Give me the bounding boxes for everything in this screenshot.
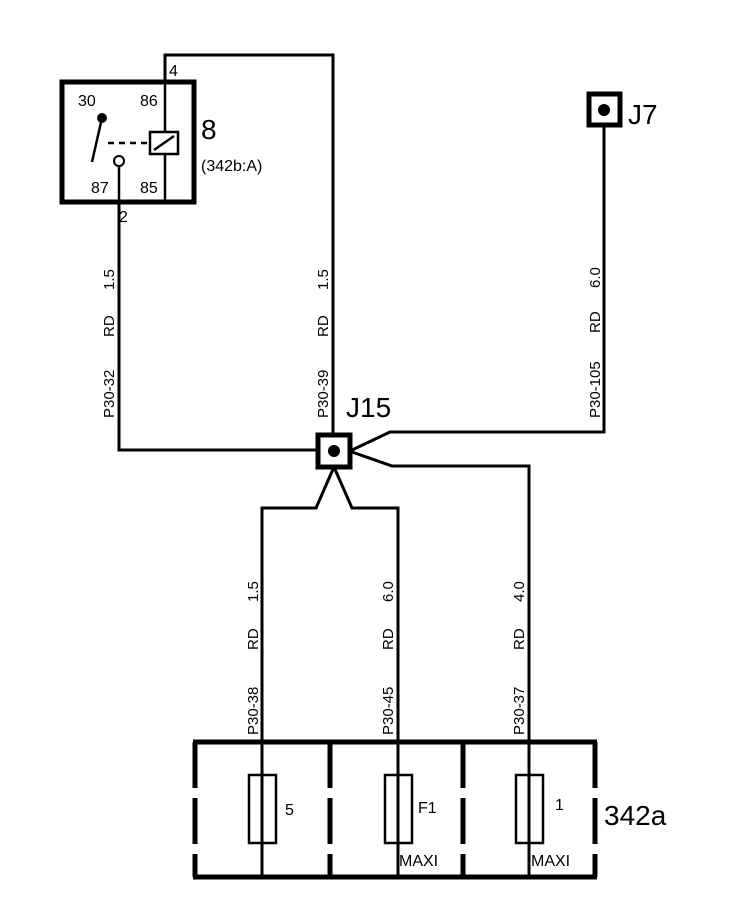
relay-8: 30 86 87 85 8 (342b:A) 4 2 [59,63,262,226]
wires [117,53,606,742]
wire-size-label: 4.0 [511,581,528,602]
j7-label: J7 [628,99,658,130]
wire-color-label: RD [587,311,604,333]
relay-pin-30-label: 30 [78,93,96,110]
fusebox-342a: 5 F1 MAXI 1 MAXI 342a [192,739,667,880]
wire-j15-to-fuse-5 [260,466,336,742]
wire-code-label: P30-45 [380,687,397,735]
j7-box [586,91,623,128]
fuse-5-number: 5 [285,802,294,819]
fusebox-id-label: 342a [604,800,667,831]
relay-pin-87-label: 87 [91,180,109,197]
relay-connector-top-label: 4 [169,63,178,80]
wire-labels: P30-32 RD 1.5 P30-39 RD 1.5 P30-105 RD 6… [101,267,604,735]
relay-coil-diagonal [153,134,175,152]
wire-color-label: RD [315,315,332,337]
relay-switch-blade [90,117,104,163]
wire-relay-top-to-j15 [163,53,335,435]
wire-color-label: RD [380,628,397,650]
wire-size-label: 1.5 [101,269,118,290]
fuse-1-type: MAXI [531,853,570,870]
wire-color-label: RD [245,628,262,650]
relay-pin-86-label: 86 [140,93,158,110]
wire-size-label: 6.0 [380,581,397,602]
junction-j7: J7 [586,91,658,130]
wire-code-label: P30-32 [101,370,118,418]
j15-label: J15 [346,392,391,423]
wire-code-label: P30-39 [315,370,332,418]
wire-code-label: P30-37 [511,687,528,735]
wire-color-label: RD [511,628,528,650]
relay-ref-label: (342b:A) [201,158,262,175]
j15-box [315,432,353,470]
relay-pin-85-label: 85 [140,180,158,197]
wire-color-label: RD [101,315,118,337]
wire-relay-bottom-to-j15 [117,202,318,452]
fuse-5-body [247,773,278,845]
wire-size-label: 6.0 [587,267,604,288]
junction-j15: J15 [315,392,391,470]
relay-contact-87 [113,155,125,167]
wire-size-label: 1.5 [315,269,332,290]
fuse-1-number: 1 [555,797,564,814]
relay-body [59,79,197,205]
wire-code-label: P30-105 [587,361,604,418]
wire-code-label: P30-38 [245,687,262,735]
j15-node [328,445,340,457]
j7-node [598,104,610,116]
wire-size-label: 1.5 [245,581,262,602]
relay-id-label: 8 [201,114,217,145]
wire-j15-to-fuse-1 [351,450,531,742]
relay-connector-bottom-label: 2 [119,209,128,226]
fuse-f1-body [383,773,414,845]
fuse-f1-type: MAXI [399,853,438,870]
wire-j15-to-fuse-f1 [332,466,400,742]
wire-j7-to-j15 [351,126,606,452]
fuse-f1-number: F1 [418,800,437,817]
fuse-1-body [514,773,545,845]
